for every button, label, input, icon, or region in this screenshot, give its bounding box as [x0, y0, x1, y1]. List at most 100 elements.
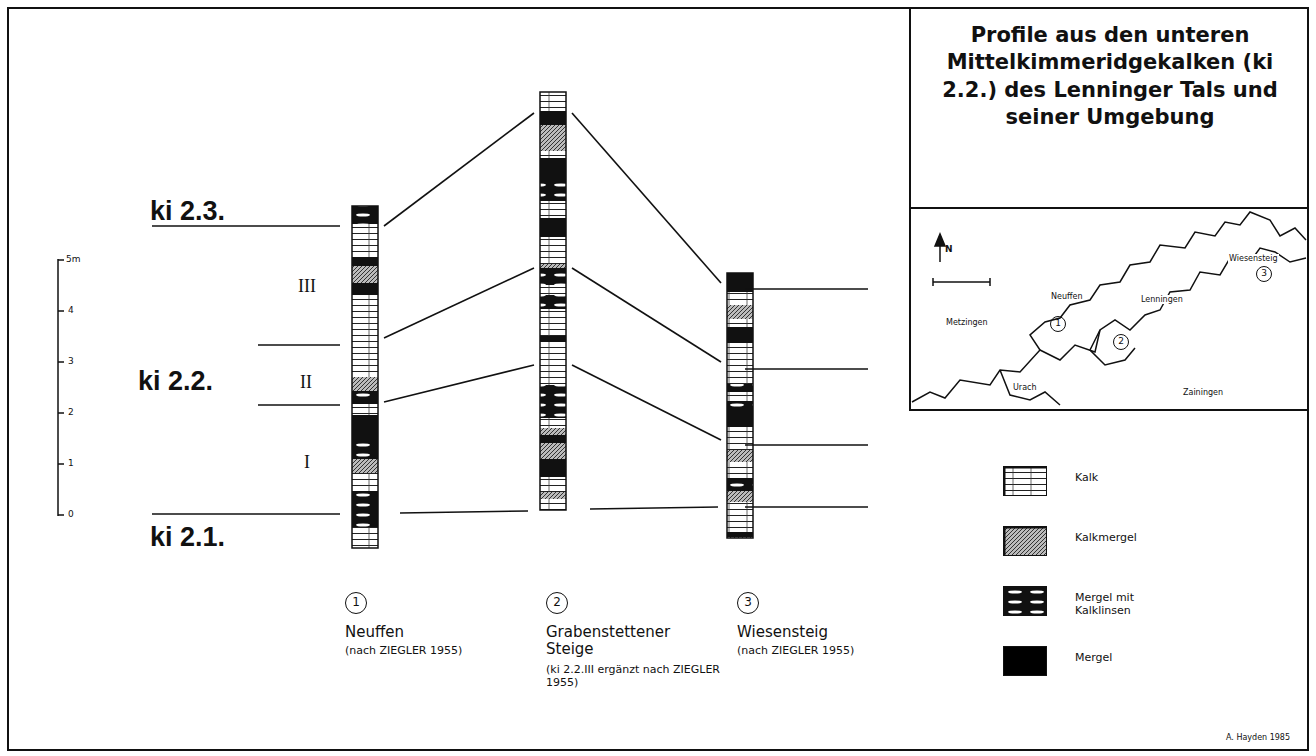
bed	[727, 353, 753, 370]
column-outline	[727, 273, 753, 538]
callout-number: 1	[345, 592, 367, 614]
bed	[727, 401, 753, 409]
bed	[352, 491, 378, 508]
bed	[352, 295, 378, 307]
bed	[352, 338, 378, 354]
columns	[352, 92, 753, 548]
bed	[727, 462, 753, 478]
bed	[352, 224, 378, 231]
callout-number: 3	[1256, 266, 1272, 282]
legend-text: Mergel	[1075, 652, 1175, 665]
label: I	[304, 452, 310, 473]
legend-text: Mergel mit Kalklinsen	[1075, 592, 1175, 617]
bed	[540, 397, 566, 412]
bed	[540, 237, 566, 247]
bed	[540, 184, 566, 201]
label: Neuffen	[1050, 292, 1083, 301]
bed	[352, 391, 378, 400]
legend-text: Kalkmergel	[1075, 532, 1175, 545]
label: Wiesensteig	[1228, 254, 1279, 263]
bed	[540, 412, 566, 418]
bed	[352, 247, 378, 257]
legend-text: Kalk	[1075, 472, 1175, 485]
bed	[540, 179, 566, 184]
bed	[727, 305, 753, 319]
bed	[352, 321, 378, 338]
bed	[540, 201, 566, 218]
bed	[540, 151, 566, 158]
column-outline	[540, 92, 566, 510]
bed	[540, 385, 566, 397]
bed	[352, 283, 378, 295]
bed	[352, 420, 378, 434]
label: ki 2.2.	[138, 366, 213, 397]
bed	[727, 327, 753, 343]
bed	[727, 514, 753, 532]
bed	[540, 92, 566, 111]
bed	[540, 162, 566, 179]
bed	[727, 370, 753, 384]
map-box	[910, 208, 1308, 410]
label: ki 2.3.	[150, 196, 225, 227]
bed	[352, 257, 378, 266]
label: (ki 2.2.III ergänzt nach ZIEGLER 1955)	[546, 664, 726, 689]
callout-number: 2	[1113, 334, 1129, 350]
bed	[727, 292, 753, 305]
bed	[540, 268, 566, 285]
label: (nach ZIEGLER 1955)	[737, 645, 854, 658]
bed	[540, 349, 566, 367]
bed	[540, 158, 566, 162]
legend-swatch	[1003, 586, 1047, 616]
label: N	[945, 244, 953, 254]
bed	[540, 418, 566, 428]
bed	[540, 499, 566, 510]
scale-bar	[58, 259, 64, 516]
bed	[352, 508, 378, 519]
bed	[352, 527, 378, 540]
bed	[540, 443, 566, 459]
label: 3	[68, 356, 74, 366]
bed	[352, 459, 378, 473]
bed	[540, 459, 566, 477]
label: 4	[68, 305, 74, 315]
bed	[352, 434, 378, 443]
bed	[540, 336, 566, 342]
bed	[352, 519, 378, 527]
bed	[727, 450, 753, 462]
label: (nach ZIEGLER 1955)	[345, 645, 462, 658]
bed	[540, 435, 566, 443]
label: 1	[68, 458, 74, 468]
label: A. Hayden 1985	[1226, 733, 1290, 742]
bed	[540, 309, 566, 323]
bed	[540, 111, 566, 125]
callout-number: 2	[546, 592, 568, 614]
label: Lenningen	[1140, 295, 1184, 304]
bed	[352, 443, 378, 459]
label: 0	[68, 509, 74, 519]
label: Metzingen	[945, 318, 989, 327]
bed	[727, 427, 753, 443]
correlation-lines	[152, 113, 868, 514]
label: 5m	[66, 254, 81, 264]
bed	[540, 367, 566, 385]
callout-number: 3	[737, 592, 759, 614]
bed	[352, 354, 378, 364]
legend-swatch	[1003, 466, 1047, 496]
bed	[727, 502, 753, 514]
bed	[540, 342, 566, 349]
label: 2	[68, 407, 74, 417]
bed	[727, 319, 753, 327]
column-outline	[352, 206, 378, 548]
bed	[727, 491, 753, 502]
bed	[540, 218, 566, 237]
bed	[727, 478, 753, 491]
label: II	[300, 372, 312, 393]
bed	[727, 343, 753, 353]
bed	[727, 443, 753, 450]
legend-swatch	[1003, 646, 1047, 676]
bed	[540, 492, 566, 499]
bed	[540, 477, 566, 492]
bed	[540, 264, 566, 268]
label: Grabenstettener Steige	[546, 624, 666, 659]
legend-swatch	[1003, 526, 1047, 556]
